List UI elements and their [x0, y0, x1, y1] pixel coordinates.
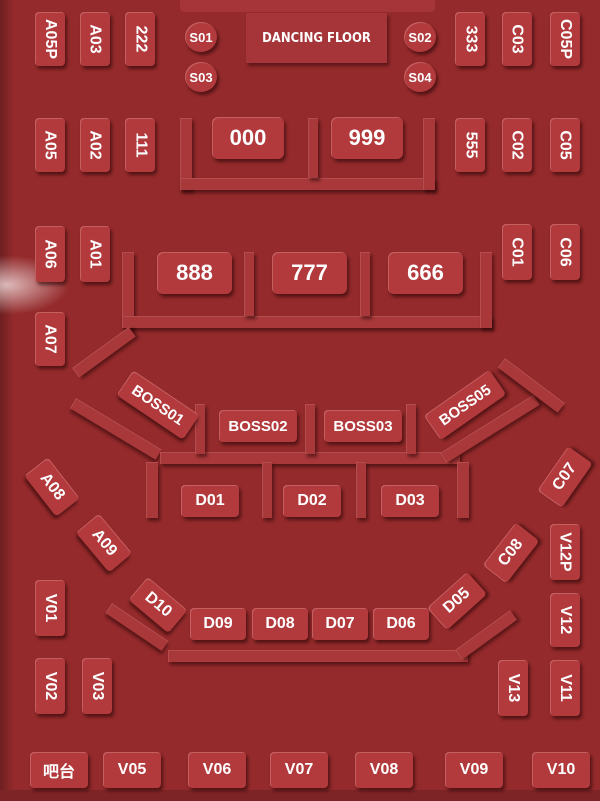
- seat-v09[interactable]: V09: [445, 752, 503, 788]
- wall-segment: [356, 462, 366, 518]
- wall-segment: [160, 452, 460, 464]
- seat-bar[interactable]: 吧台: [30, 752, 88, 788]
- dance-floor-label: DANCING FLOOR: [246, 13, 387, 63]
- seat-boss03[interactable]: BOSS03: [324, 410, 402, 442]
- seat-v07[interactable]: V07: [270, 752, 328, 788]
- seat-v08[interactable]: V08: [355, 752, 413, 788]
- seat-333[interactable]: 333: [455, 12, 485, 66]
- seat-s02[interactable]: S02: [404, 22, 436, 52]
- seat-v12[interactable]: V12: [550, 593, 580, 647]
- seat-a05[interactable]: A05: [35, 118, 65, 172]
- wall-segment: [423, 118, 435, 190]
- seat-000[interactable]: 000: [212, 117, 284, 159]
- seat-777[interactable]: 777: [272, 252, 347, 294]
- wall-segment: [168, 650, 468, 662]
- seat-v12p[interactable]: V12P: [550, 524, 580, 580]
- seat-v03[interactable]: V03: [82, 658, 112, 714]
- wall-segment: [195, 404, 205, 454]
- seat-c08[interactable]: C08: [482, 522, 540, 584]
- bottom-strip: [0, 790, 600, 801]
- wall-segment: [262, 462, 272, 518]
- seat-c05p[interactable]: C05P: [550, 12, 580, 66]
- seat-d07[interactable]: D07: [312, 608, 368, 640]
- seat-a08[interactable]: A08: [24, 457, 80, 517]
- stage-edge: [180, 0, 435, 12]
- seat-a03[interactable]: A03: [80, 12, 110, 66]
- seat-d03[interactable]: D03: [381, 485, 439, 517]
- seat-a09[interactable]: A09: [75, 513, 133, 573]
- wall-segment: [305, 404, 315, 454]
- seat-v05[interactable]: V05: [103, 752, 161, 788]
- wall-segment: [457, 462, 469, 518]
- seat-s03[interactable]: S03: [185, 62, 217, 92]
- seat-c02[interactable]: C02: [502, 118, 532, 172]
- wall-segment: [122, 316, 492, 328]
- seat-c01[interactable]: C01: [502, 224, 532, 280]
- seat-a02[interactable]: A02: [80, 118, 110, 172]
- seat-d01[interactable]: D01: [181, 485, 239, 517]
- seat-a01[interactable]: A01: [80, 226, 110, 282]
- wall-segment: [180, 118, 192, 190]
- wall-segment: [308, 118, 318, 178]
- seat-555[interactable]: 555: [455, 118, 485, 172]
- seat-666[interactable]: 666: [388, 252, 463, 294]
- seat-v10[interactable]: V10: [532, 752, 590, 788]
- seat-v01[interactable]: V01: [35, 580, 65, 636]
- seat-c07[interactable]: C07: [537, 446, 593, 508]
- left-edge-shadow: [0, 0, 14, 801]
- wall-segment: [244, 252, 254, 316]
- wall-segment: [455, 610, 518, 660]
- seat-v13[interactable]: V13: [498, 660, 528, 716]
- seat-d09[interactable]: D09: [190, 608, 246, 640]
- seat-999[interactable]: 999: [331, 117, 403, 159]
- seat-a05p[interactable]: A05P: [35, 12, 65, 66]
- seat-d02[interactable]: D02: [283, 485, 341, 517]
- seat-a07[interactable]: A07: [35, 312, 65, 366]
- wall-segment: [360, 252, 370, 316]
- seat-a06[interactable]: A06: [35, 226, 65, 282]
- wall-segment: [180, 178, 435, 190]
- seat-111[interactable]: 111: [125, 118, 155, 172]
- seat-d06[interactable]: D06: [373, 608, 429, 640]
- seat-d05[interactable]: D05: [426, 571, 488, 631]
- seat-boss02[interactable]: BOSS02: [219, 410, 297, 442]
- seat-v11[interactable]: V11: [550, 660, 580, 716]
- seat-c03[interactable]: C03: [502, 12, 532, 66]
- wall-segment: [72, 326, 136, 378]
- seat-d08[interactable]: D08: [252, 608, 308, 640]
- seat-s04[interactable]: S04: [404, 62, 436, 92]
- seat-c05[interactable]: C05: [550, 118, 580, 172]
- wall-segment: [146, 462, 158, 518]
- seat-v02[interactable]: V02: [35, 658, 65, 714]
- wall-segment: [480, 252, 492, 328]
- seat-888[interactable]: 888: [157, 252, 232, 294]
- seat-s01[interactable]: S01: [185, 22, 217, 52]
- seat-v06[interactable]: V06: [188, 752, 246, 788]
- seat-c06[interactable]: C06: [550, 224, 580, 280]
- wall-segment: [122, 252, 134, 328]
- wall-segment: [406, 404, 416, 454]
- seat-222[interactable]: 222: [125, 12, 155, 66]
